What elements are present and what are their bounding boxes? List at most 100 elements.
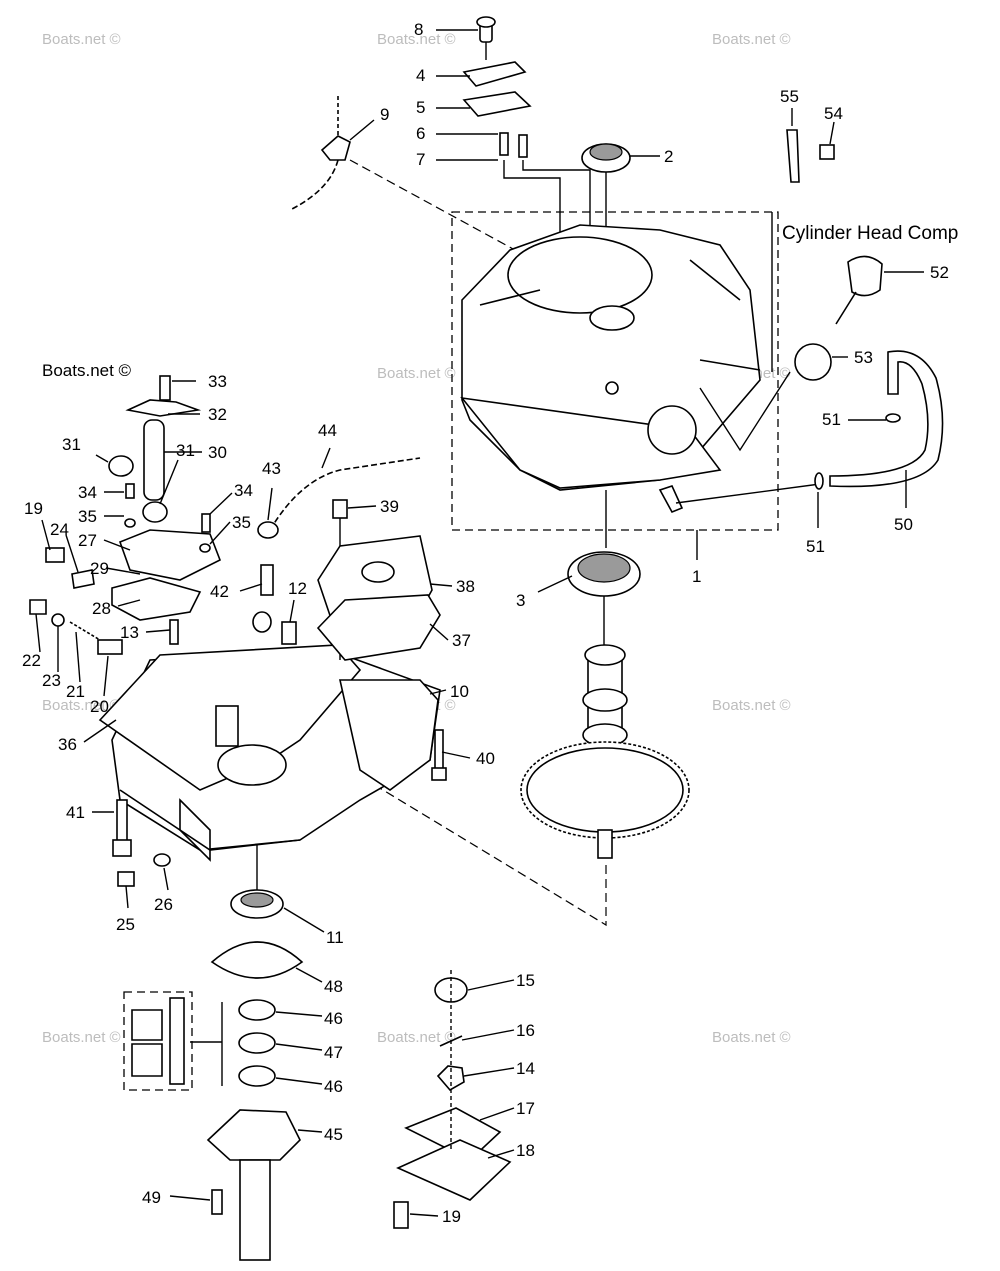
callout-23: 23 bbox=[42, 671, 61, 690]
camshaft bbox=[349, 644, 690, 927]
watermark: Boats.net © bbox=[42, 1029, 121, 1046]
callout-15: 15 bbox=[516, 971, 535, 990]
plug-53 bbox=[794, 343, 832, 381]
callout-52: 52 bbox=[930, 263, 949, 282]
callout-6: 6 bbox=[416, 124, 425, 143]
block-bore bbox=[217, 744, 287, 786]
hose-50 bbox=[829, 350, 944, 488]
callout-16: 16 bbox=[516, 1021, 535, 1040]
seal-2 bbox=[581, 143, 631, 290]
clamp-51a bbox=[885, 413, 901, 423]
oil-cap-52 bbox=[847, 255, 883, 297]
connector-12 bbox=[281, 621, 297, 645]
washer-35a bbox=[124, 518, 136, 528]
callout-34b: 34 bbox=[234, 481, 253, 500]
callout-28: 28 bbox=[92, 599, 111, 618]
callout-46b: 46 bbox=[324, 1077, 343, 1096]
callout-33: 33 bbox=[208, 372, 227, 391]
callout-39: 39 bbox=[380, 497, 399, 516]
washer-26 bbox=[153, 853, 171, 867]
callout-54: 54 bbox=[824, 104, 843, 123]
sensor-tip bbox=[252, 611, 272, 633]
callout-55: 55 bbox=[780, 87, 799, 106]
callout-1: 1 bbox=[692, 567, 701, 586]
bracket-9 bbox=[289, 96, 516, 251]
callout-13: 13 bbox=[120, 623, 139, 642]
callout-48: 48 bbox=[324, 977, 343, 996]
watermark: Boats.net © bbox=[712, 31, 791, 48]
breather-line bbox=[675, 483, 821, 504]
seal-detail-shaft bbox=[169, 997, 185, 1085]
callout-35a: 35 bbox=[78, 507, 97, 526]
cam-gear bbox=[526, 747, 684, 833]
grommet-31b bbox=[142, 501, 168, 523]
bolt-8-head bbox=[476, 16, 496, 28]
bolt-41 bbox=[116, 799, 128, 843]
bracket-9-guide bbox=[349, 159, 516, 251]
grommet-31a bbox=[108, 455, 134, 477]
bracket-9-body bbox=[320, 135, 351, 161]
bracket-9-cable bbox=[289, 159, 339, 211]
seal-detail-section bbox=[131, 1009, 163, 1077]
plate-4 bbox=[462, 61, 527, 87]
callout-29: 29 bbox=[90, 559, 109, 578]
top-plates bbox=[462, 16, 591, 260]
callout-17: 17 bbox=[516, 1099, 535, 1118]
fitting-22 bbox=[29, 599, 47, 615]
callout-8: 8 bbox=[414, 20, 423, 39]
crankcase-port bbox=[647, 405, 697, 455]
pin-13 bbox=[169, 619, 179, 645]
callout-40: 40 bbox=[476, 749, 495, 768]
callout-26: 26 bbox=[154, 895, 173, 914]
bolt-54 bbox=[819, 144, 835, 160]
pump-group bbox=[393, 970, 512, 1229]
watermark: Boats.net © bbox=[712, 1029, 791, 1046]
callout-35b: 35 bbox=[232, 513, 251, 532]
callout-11: 11 bbox=[326, 928, 344, 947]
callout-36: 36 bbox=[58, 735, 77, 754]
callout-25: 25 bbox=[116, 915, 135, 934]
crankcase-bore bbox=[507, 236, 653, 314]
block-post bbox=[215, 705, 239, 747]
callout-42: 42 bbox=[210, 582, 229, 601]
callout-38: 38 bbox=[456, 577, 475, 596]
bolt-40-head bbox=[431, 767, 447, 781]
block-10 bbox=[339, 679, 439, 791]
watermark: Boats.net © bbox=[377, 31, 456, 48]
callout-3: 3 bbox=[516, 591, 525, 610]
housing-45 bbox=[206, 1109, 301, 1161]
bolt-19 bbox=[45, 547, 65, 563]
pin-6b bbox=[518, 134, 528, 158]
seal-detail-box bbox=[123, 991, 193, 1091]
screw-34b bbox=[201, 513, 211, 533]
callout-27: 27 bbox=[78, 531, 97, 550]
camshaft-guide bbox=[349, 769, 607, 927]
callout-7: 7 bbox=[416, 150, 425, 169]
bolt-19b bbox=[393, 1201, 409, 1229]
callout-19a: 19 bbox=[24, 499, 43, 518]
callout-9: 9 bbox=[380, 105, 389, 124]
washer-35b bbox=[199, 543, 211, 553]
crankcase-ribs bbox=[479, 259, 761, 371]
block-edge bbox=[119, 789, 301, 851]
cover-18 bbox=[396, 1139, 512, 1201]
gasket-48 bbox=[210, 941, 304, 979]
pin-guide bbox=[522, 160, 591, 260]
seal-bracket bbox=[190, 1002, 223, 1086]
callout-4: 4 bbox=[416, 66, 425, 85]
lower-stack bbox=[123, 845, 304, 1261]
cable-44 bbox=[269, 457, 421, 531]
crankcase-fitting bbox=[658, 485, 684, 514]
bracket-55 bbox=[786, 129, 800, 183]
callout-10: 10 bbox=[450, 682, 469, 701]
cylinder-block bbox=[98, 644, 441, 862]
bearing-3-inner bbox=[577, 553, 631, 583]
housing-45-tube bbox=[239, 1159, 271, 1261]
seal-46b bbox=[238, 1065, 276, 1087]
clamp-51b bbox=[814, 472, 824, 490]
crankcase bbox=[460, 224, 821, 514]
crankcase-hole bbox=[605, 381, 619, 395]
brand-label: Boats.net © bbox=[42, 361, 132, 380]
bolt-39-head bbox=[332, 499, 348, 519]
watermark: Boats.net © bbox=[377, 365, 456, 382]
